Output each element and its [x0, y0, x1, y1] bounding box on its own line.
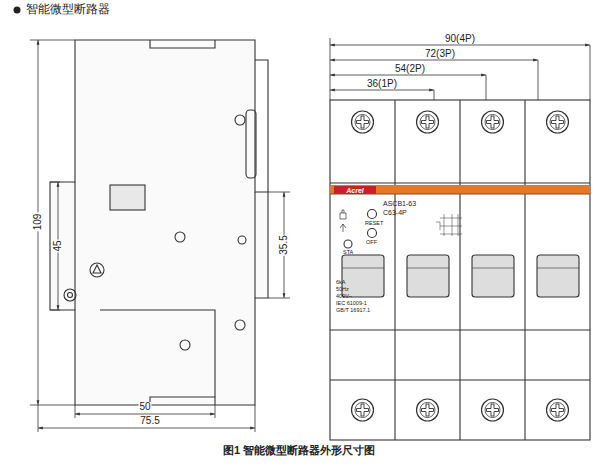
device-marking: 400V~ [336, 294, 352, 300]
dimension-value: 35.5 [279, 234, 289, 255]
device-marking: C63-4P [383, 209, 407, 216]
bullet [14, 7, 21, 14]
heading: 智能微型断路器 [26, 3, 110, 15]
device-marking: STA [343, 250, 353, 256]
device-marking: OFF [366, 240, 377, 246]
front-view [330, 100, 590, 440]
device-marking: GB/T 16917.1 [336, 308, 370, 314]
side-view [50, 40, 268, 405]
dimension-value: 45 [53, 239, 63, 252]
terminal-screws [352, 111, 569, 421]
dimension-value: 72(3P) [424, 49, 456, 59]
device-marking: ASCB1-63 [383, 200, 416, 207]
front-dimensions [330, 38, 590, 100]
dimension-value: 36(1P) [366, 79, 398, 89]
dimension-value: 54(2P) [394, 64, 426, 74]
device-marking: 50Hz [336, 287, 349, 293]
brand-logo: Acrel [346, 187, 364, 194]
dimension-value: 50 [138, 402, 151, 412]
device-marking: 6kA [336, 280, 345, 286]
side-dimensions [30, 40, 290, 432]
dimension-value: 75.5 [139, 416, 160, 426]
device-marking: RESET [365, 221, 383, 227]
device-marking: IEC 61009-1 [336, 301, 367, 307]
dimension-value: 109 [33, 213, 43, 232]
dimension-value: 90(4P) [444, 34, 476, 44]
figure-caption: 图1 智能微型断路器外形尺寸图 [223, 445, 375, 456]
